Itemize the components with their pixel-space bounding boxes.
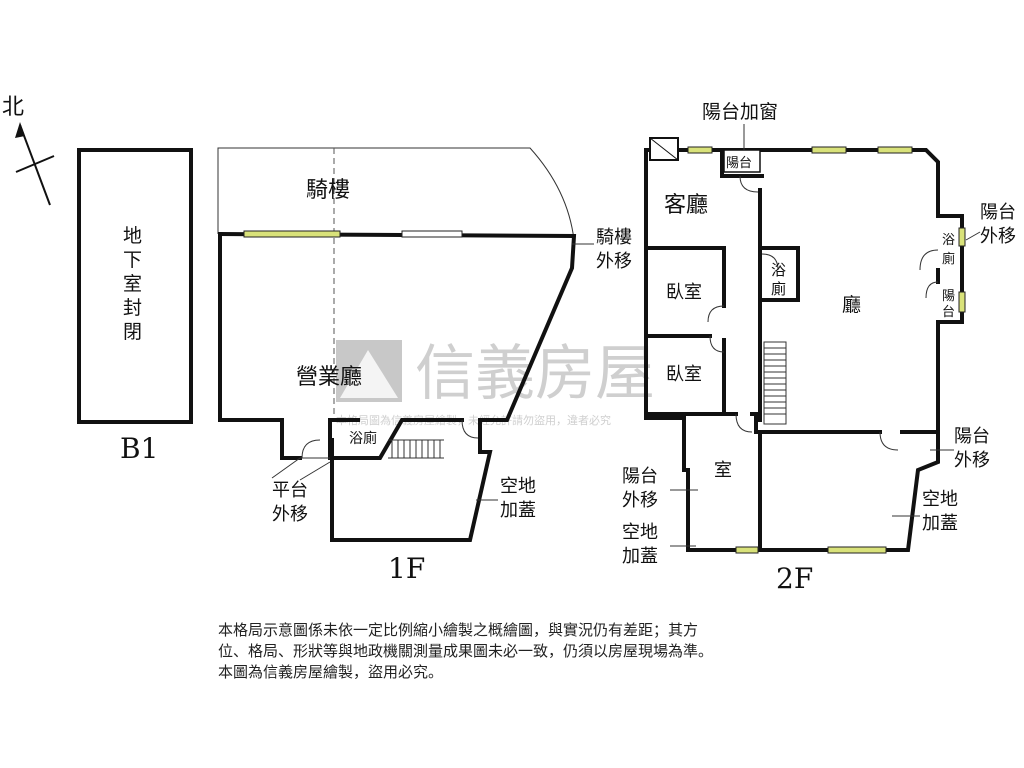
floor-label-2f: 2F	[776, 562, 813, 595]
north-label: 北	[2, 95, 24, 120]
window	[735, 546, 759, 554]
window	[811, 146, 847, 154]
basement-room-char-2: 下	[123, 249, 142, 271]
left-balcony-note-line2: 外移	[622, 490, 658, 511]
second-floor-plan: 陽台加窗 陽台 客廳 臥室 臥室 浴 廁 浴 廁 陽 台 陽台 外移 廳 室 陽…	[622, 101, 1016, 595]
basement-room-char-1: 地	[123, 225, 142, 247]
bedroom-2-label: 臥室	[666, 364, 702, 385]
basement-room-char-3: 室	[123, 273, 142, 295]
arcade-note-line2: 外移	[596, 251, 632, 272]
arcade-outline	[217, 147, 575, 241]
living-room-label: 客廳	[664, 193, 708, 218]
window	[877, 146, 913, 154]
disclaimer-line-2: 位、格局、形狀等與地政機關測量成果圖未必一致，仍須以房屋現場為準。	[218, 642, 714, 660]
right-balcony-char-1: 陽	[942, 289, 955, 304]
window	[687, 146, 713, 154]
yard-extension-wall	[330, 418, 493, 542]
first-floor-bath-label: 浴廁	[349, 430, 377, 447]
watermark-note: 本格局圖為信義房屋繪製，未經允許請勿盜用，違者必究	[336, 413, 611, 427]
right-bath-char-2: 廁	[942, 251, 955, 267]
yard-note-line1: 空地	[500, 476, 536, 497]
bedroom-1-label: 臥室	[666, 282, 702, 303]
right-bath-char-1: 浴	[942, 233, 955, 248]
first-floor-plan: 騎樓 騎樓 外移 營業廳 浴廁 平台 外移 空地 加蓋 1F	[217, 147, 632, 585]
basement-plan: 地 下 室 封 閉 B1	[77, 148, 193, 465]
left-yard-note-line2: 加蓋	[622, 546, 658, 567]
window	[958, 291, 966, 313]
lower-right-balcony-note-line2: 外移	[954, 450, 990, 471]
hall-label: 廳	[842, 294, 861, 316]
right-balcony-note-line1: 陽台	[980, 202, 1016, 223]
arcade-note-line1: 騎樓	[596, 227, 632, 248]
platform-note-line1: 平台	[272, 480, 308, 501]
window	[827, 546, 887, 554]
disclaimer-line-3: 本圖為信義房屋繪製，盜用必究。	[218, 663, 444, 681]
basement-room-char-4: 封	[123, 297, 142, 319]
platform-note-line2: 外移	[272, 504, 308, 525]
center-bath-char-1: 浴	[771, 261, 786, 279]
right-yard-note-line1: 空地	[922, 489, 958, 510]
arcade-label: 騎樓	[306, 178, 350, 203]
center-bath-char-2: 廁	[771, 280, 786, 298]
stairs	[763, 341, 787, 425]
disclaimer-line-1: 本格局示意圖係未依一定比例縮小繪製之概繪圖，與實況仍有差距；其方	[218, 621, 699, 639]
window	[243, 230, 341, 238]
floor-label-1f: 1F	[388, 552, 425, 585]
watermark: 信義房屋 本格局圖為信義房屋繪製，未經允許請勿盜用，違者必究	[336, 339, 655, 427]
lower-right-balcony-note-line1: 陽台	[954, 426, 990, 447]
balcony-window-label: 陽台加窗	[702, 101, 778, 123]
small-balcony-label: 陽台	[726, 156, 752, 171]
business-hall-label: 營業廳	[296, 365, 362, 390]
basement-outline	[77, 148, 193, 424]
left-yard-note-line1: 空地	[622, 522, 658, 543]
right-yard-note-line2: 加蓋	[922, 513, 958, 534]
floor-label-b1: B1	[120, 432, 158, 465]
basement-room-char-5: 閉	[123, 321, 142, 343]
left-balcony-note-line1: 陽台	[622, 466, 658, 487]
yard-note-line2: 加蓋	[500, 500, 536, 521]
window	[958, 227, 966, 247]
right-balcony-char-2: 台	[942, 305, 955, 320]
north-compass: 北	[2, 95, 55, 206]
room-label: 室	[714, 460, 732, 481]
disclaimer: 本格局示意圖係未依一定比例縮小繪製之概繪圖，與實況仍有差距；其方 位、格局、形狀…	[218, 620, 818, 683]
right-balcony-note-line2: 外移	[980, 226, 1016, 247]
second-floor-outer-wall	[644, 148, 964, 434]
